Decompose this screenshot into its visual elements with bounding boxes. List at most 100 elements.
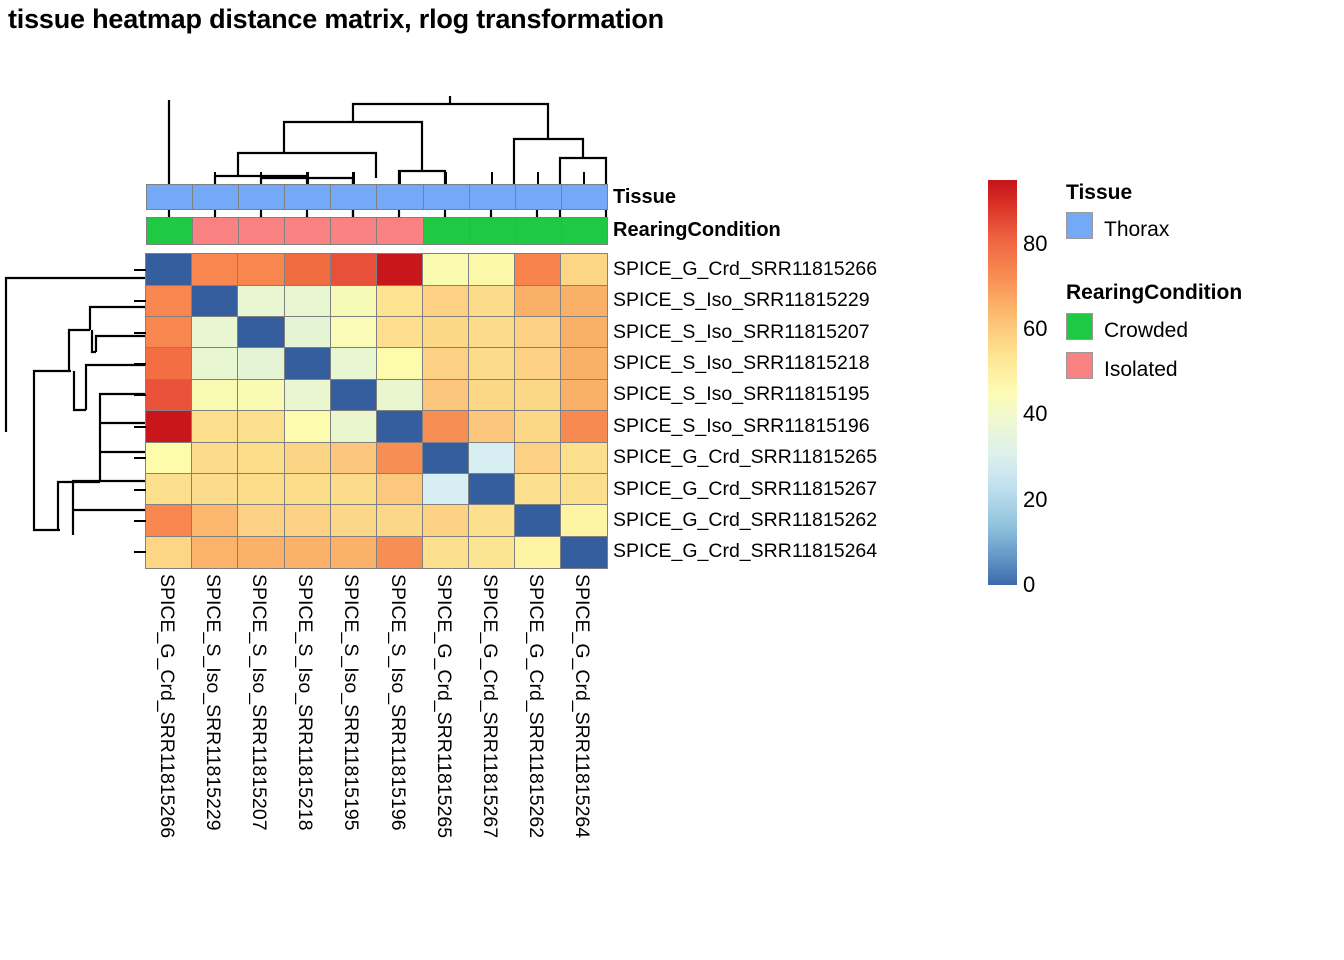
column-label: SPICE_S_Iso_SRR11815195 — [340, 574, 363, 831]
row-label: SPICE_S_Iso_SRR11815218 — [613, 351, 870, 374]
heatmap-cell — [329, 253, 378, 287]
heatmap-cell — [283, 410, 332, 444]
heatmap-cell — [237, 473, 286, 506]
heatmap-cell — [375, 378, 424, 412]
legend-label-isolated: Isolated — [1104, 358, 1178, 381]
heatmap-cell — [467, 378, 516, 412]
annotation-track-tissue — [146, 184, 609, 210]
annotation-cell — [376, 184, 425, 210]
annotation-cell — [560, 184, 609, 210]
heatmap-cell — [514, 316, 562, 349]
heatmap-cell — [145, 284, 193, 318]
heatmap-cell — [375, 284, 424, 318]
legend-title-tissue: Tissue — [1066, 181, 1133, 204]
heatmap-cell — [421, 347, 470, 381]
heatmap-cell — [421, 378, 470, 412]
dendrogram-leaf-tick — [134, 551, 146, 554]
legend-label-thorax: Thorax — [1104, 218, 1170, 241]
heatmap-cell — [237, 378, 286, 412]
row-label: SPICE_S_Iso_SRR11815196 — [613, 414, 870, 437]
legend-label-crowded: Crowded — [1104, 319, 1189, 342]
dendrogram-leaf-tick — [134, 394, 146, 397]
heatmap-cell — [560, 410, 608, 444]
heatmap-cell — [467, 284, 516, 318]
column-label: SPICE_G_Crd_SRR11815267 — [478, 574, 501, 839]
annotation-cell — [514, 217, 563, 245]
annotation-cell — [422, 217, 471, 245]
heatmap-cell — [237, 253, 286, 287]
annotation-cell — [192, 217, 240, 245]
heatmap-cell — [560, 347, 608, 381]
heatmap-cell — [329, 284, 378, 318]
colorbar-tick-label: 40 — [1023, 401, 1048, 427]
heatmap-cell — [329, 378, 378, 412]
heatmap-cell — [375, 410, 424, 444]
heatmap-cell — [145, 410, 193, 444]
heatmap-cell — [191, 316, 239, 349]
heatmap-cell — [467, 504, 516, 538]
heatmap-cell — [283, 473, 332, 506]
heatmap-cell — [421, 441, 470, 475]
heatmap-cell — [191, 535, 239, 569]
row-label: SPICE_G_Crd_SRR11815267 — [613, 477, 878, 500]
heatmap-cell — [283, 378, 332, 412]
heatmap-cell — [467, 535, 516, 569]
heatmap-cell — [560, 316, 608, 349]
heatmap-cell — [329, 535, 378, 569]
annotation-cell — [560, 217, 609, 245]
heatmap-cell — [467, 473, 516, 506]
annotation-cell — [238, 184, 286, 210]
row-label: SPICE_G_Crd_SRR11815265 — [613, 446, 878, 469]
dendrogram-leaf-tick — [490, 172, 493, 184]
legend-swatch-crowded[interactable] — [1066, 313, 1093, 340]
heatmap-cell — [191, 504, 239, 538]
annotation-cell — [468, 217, 517, 245]
heatmap-cell — [421, 316, 470, 349]
heatmap-cell — [375, 441, 424, 475]
heatmap-cell — [375, 253, 424, 287]
dendrogram-leaf-tick — [536, 172, 540, 184]
legend-title-rearing: RearingCondition — [1066, 281, 1243, 304]
column-label: SPICE_G_Crd_SRR11815265 — [432, 574, 455, 839]
legend-swatch-isolated[interactable] — [1066, 352, 1093, 379]
colorbar-tick-label: 0 — [1023, 572, 1036, 597]
annotation-cell — [514, 184, 563, 210]
legend-swatch-thorax[interactable] — [1066, 212, 1093, 239]
annotation-cell — [284, 184, 332, 210]
heatmap-cell — [329, 441, 378, 475]
heatmap-cell — [283, 253, 332, 287]
annotation-cell — [376, 217, 425, 245]
annotation-cell — [330, 184, 378, 210]
heatmap-cell — [145, 535, 193, 569]
annotation-cell — [468, 184, 517, 210]
row-label: SPICE_G_Crd_SRR11815266 — [613, 257, 878, 280]
colorbar-tick-label: 20 — [1023, 486, 1048, 512]
heatmap-cell — [514, 284, 562, 318]
heatmap-cell — [560, 253, 608, 287]
annotation-cell — [238, 217, 286, 245]
heatmap-cell — [375, 316, 424, 349]
heatmap-cell — [467, 347, 516, 381]
column-label: SPICE_S_Iso_SRR11815218 — [294, 574, 317, 831]
heatmap-cell — [283, 441, 332, 475]
column-label: SPICE_S_Iso_SRR11815196 — [386, 574, 409, 831]
heatmap-cell — [514, 378, 562, 412]
heatmap-cell — [560, 473, 608, 506]
column-label: SPICE_S_Iso_SRR11815229 — [202, 574, 225, 831]
dendrogram-leaf-tick — [134, 425, 146, 428]
heatmap-cell — [145, 441, 193, 475]
dendrogram-leaf-tick — [260, 172, 263, 184]
column-label: SPICE_G_Crd_SRR11815262 — [524, 574, 547, 839]
dendrogram-leaf-tick — [352, 172, 355, 184]
column-dendrogram — [167, 96, 608, 234]
row-label: SPICE_G_Crd_SRR11815264 — [613, 540, 878, 563]
annotation-cell — [192, 184, 240, 210]
colorbar-tick-label: 80 — [1023, 230, 1048, 256]
heatmap-cell — [421, 410, 470, 444]
dendrogram-leaf-tick — [134, 268, 146, 271]
heatmap-cell — [145, 253, 193, 287]
heatmap-cell — [514, 347, 562, 381]
heatmap-cell — [237, 504, 286, 538]
